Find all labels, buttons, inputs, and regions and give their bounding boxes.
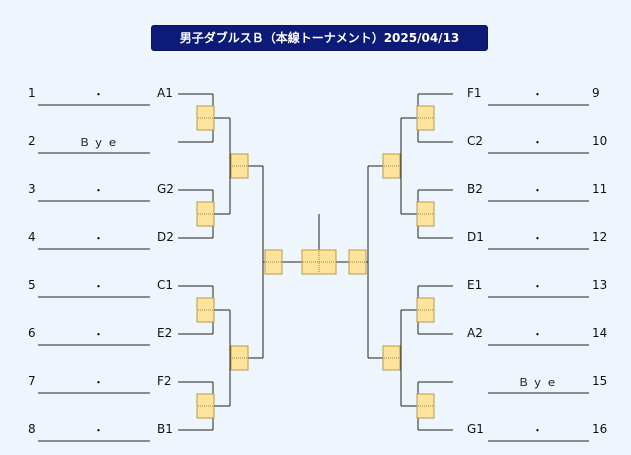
left-entry-seed: B1: [157, 422, 173, 436]
right-r1-score-box[interactable]: [416, 393, 435, 419]
right-entry-seed: D1: [467, 230, 484, 244]
left-entry-number: 7: [28, 374, 36, 388]
right-entry-seed: G1: [467, 422, 484, 436]
left-r3-score-box[interactable]: [264, 249, 283, 275]
left-entry-number: 3: [28, 182, 36, 196]
left-r1-score-box[interactable]: [196, 105, 215, 131]
left-entry-number: 6: [28, 326, 36, 340]
left-r1-score-box[interactable]: [196, 393, 215, 419]
right-entry-number: 14: [592, 326, 608, 340]
right-entry-name: ・: [532, 136, 546, 149]
left-entry-name: Ｂｙｅ: [79, 136, 121, 149]
right-entry-name: ・: [532, 88, 546, 101]
left-r1-score-box[interactable]: [196, 297, 215, 323]
right-entry-number: 15: [592, 374, 608, 388]
right-entry-number: 9: [592, 86, 600, 100]
left-entry-number: 1: [28, 86, 36, 100]
left-entry-seed: C1: [157, 278, 174, 292]
left-r2-score-box[interactable]: [230, 153, 249, 179]
left-entry-seed: G2: [157, 182, 174, 196]
right-entry-seed: A2: [467, 326, 483, 340]
right-entry-name: ・: [532, 280, 546, 293]
left-entry-seed: A1: [157, 86, 173, 100]
right-entry-number: 12: [592, 230, 608, 244]
right-entry-name: ・: [532, 232, 546, 245]
left-entry-name: ・: [93, 232, 107, 245]
left-entry-name: ・: [93, 376, 107, 389]
left-entry-seed: F2: [157, 374, 172, 388]
right-entry-name: ・: [532, 328, 546, 341]
right-r2-score-box[interactable]: [382, 153, 401, 179]
right-entry-seed: B2: [467, 182, 483, 196]
left-entry-name: ・: [93, 280, 107, 293]
right-entry-number: 13: [592, 278, 608, 292]
right-r3-score-box[interactable]: [348, 249, 367, 275]
right-entry-number: 10: [592, 134, 608, 148]
left-entry-seed: D2: [157, 230, 174, 244]
right-r1-score-box[interactable]: [416, 297, 435, 323]
left-entry-number: 8: [28, 422, 36, 436]
right-r1-score-box[interactable]: [416, 201, 435, 227]
right-entry-name: Ｂｙｅ: [518, 376, 560, 389]
right-entry-seed: E1: [467, 278, 483, 292]
left-entry-seed: E2: [157, 326, 173, 340]
right-entry-seed: F1: [467, 86, 482, 100]
left-r1-score-box[interactable]: [196, 201, 215, 227]
left-entry-number: 4: [28, 230, 36, 244]
bracket-title: 男子ダブルスＢ（本線トーナメント）2025/04/13: [151, 25, 488, 51]
left-entry-name: ・: [93, 88, 107, 101]
right-r2-score-box[interactable]: [382, 345, 401, 371]
right-entry-name: ・: [532, 424, 546, 437]
right-r1-score-box[interactable]: [416, 105, 435, 131]
right-entry-seed: C2: [467, 134, 484, 148]
left-entry-name: ・: [93, 328, 107, 341]
right-entry-number: 16: [592, 422, 608, 436]
left-entry-number: 2: [28, 134, 36, 148]
left-entry-number: 5: [28, 278, 36, 292]
left-r2-score-box[interactable]: [230, 345, 249, 371]
left-entry-name: ・: [93, 424, 107, 437]
right-entry-name: ・: [532, 184, 546, 197]
left-entry-name: ・: [93, 184, 107, 197]
right-entry-number: 11: [592, 182, 608, 196]
